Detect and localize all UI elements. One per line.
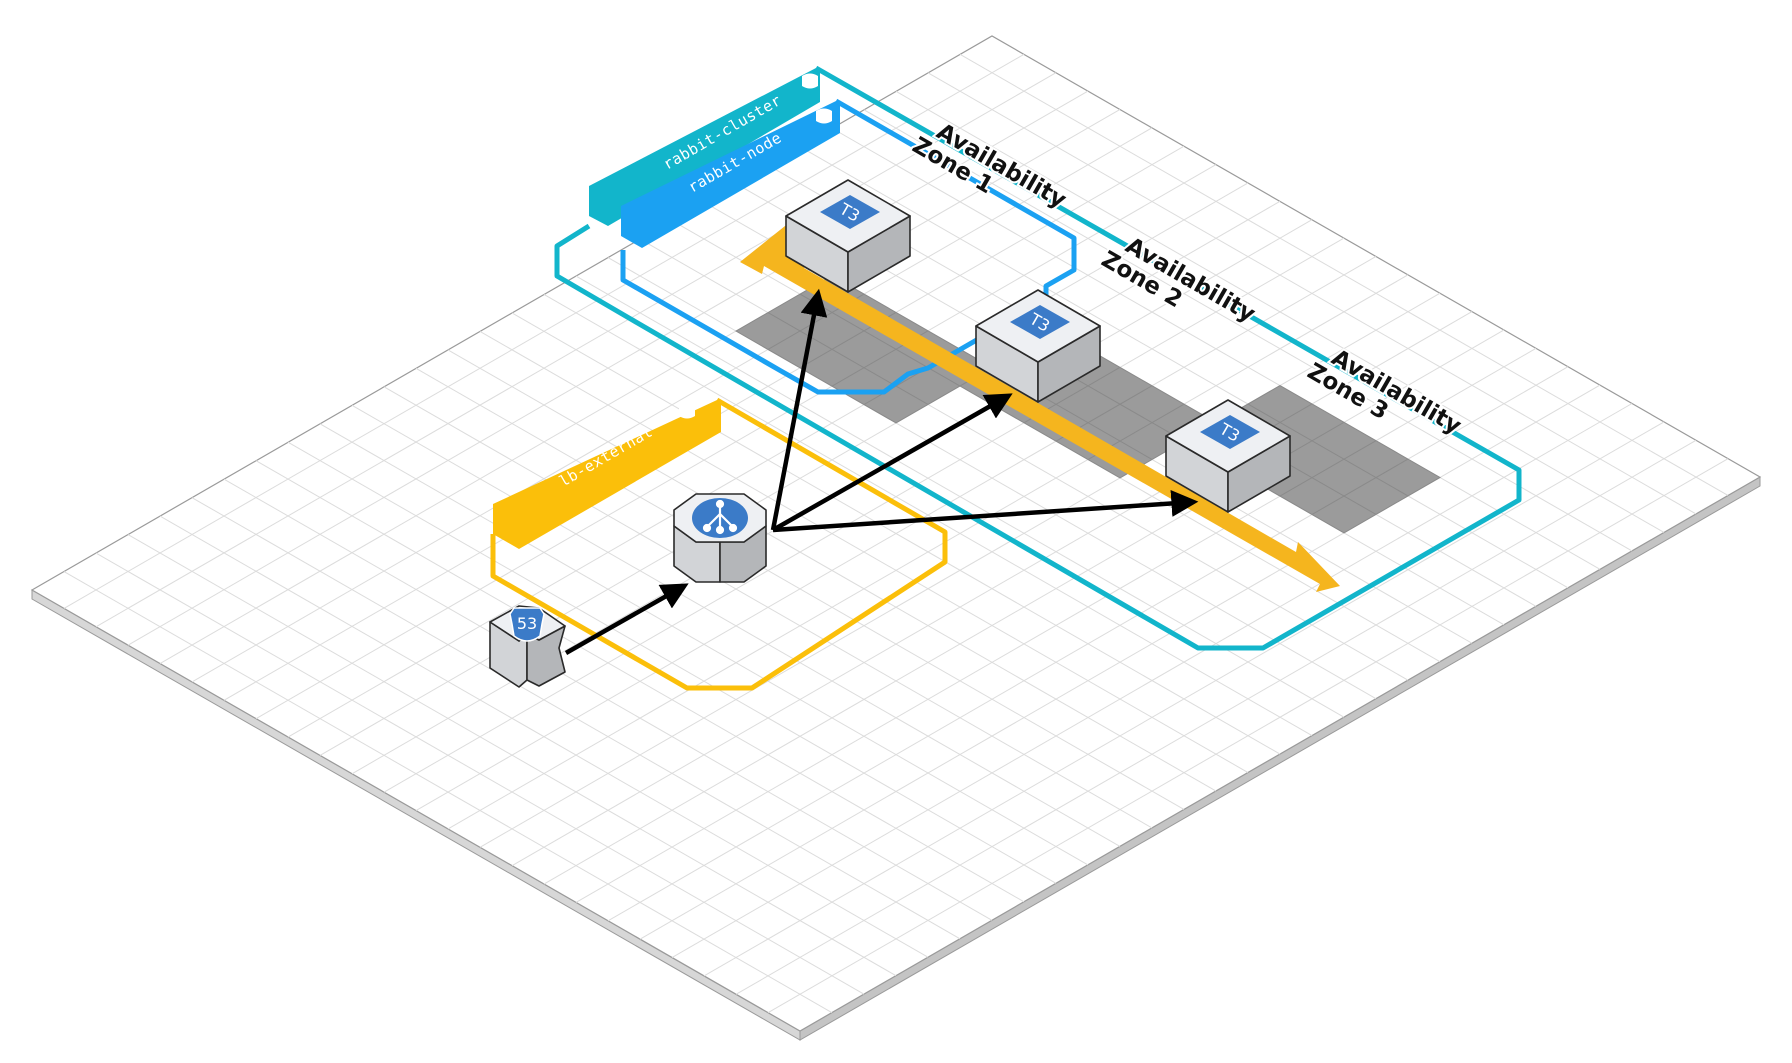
rabbit-node-tab: [621, 101, 840, 248]
load-balancer[interactable]: [673, 493, 767, 583]
isometric-grid-floor: [30, 35, 1762, 1041]
grid-lines: [63, 53, 1729, 1014]
ec2-instance-2[interactable]: T3: [975, 289, 1101, 403]
grid-line: [255, 164, 1217, 720]
load-balancer-branch-icon: [702, 499, 738, 535]
arrow-lb-to-instance-2: [771, 393, 1013, 532]
grid-line: [415, 256, 1377, 811]
grid-line: [95, 72, 1057, 628]
grid-line: [191, 127, 1153, 683]
grid-line: [319, 200, 1281, 756]
zone-grid-line: [1311, 458, 1409, 515]
grid-line: [703, 421, 1665, 977]
arrow-lb-to-instance-1: [770, 288, 828, 531]
security-group-icon: [816, 108, 832, 124]
security-group-icon: [802, 73, 818, 89]
grid-line: [63, 53, 1025, 609]
grid-line: [671, 403, 1633, 959]
ec2-instance-1[interactable]: T3: [785, 179, 911, 293]
instance-type-badge: [1200, 415, 1260, 449]
rabbit-cluster-outline: [554, 65, 1522, 651]
route53-label: 53: [517, 614, 537, 633]
grid-line: [383, 237, 1345, 793]
zone-grid-line: [1247, 403, 1409, 497]
grid-line: [767, 458, 1729, 1014]
grid-line: [447, 274, 1409, 830]
route53-icon: 53: [509, 607, 545, 642]
grid-line: [287, 182, 1249, 738]
route53[interactable]: 53: [489, 605, 566, 688]
arrow-dns-to-lb: [564, 583, 689, 655]
grid-line: [127, 90, 1089, 646]
instance-type-badge: [820, 195, 880, 229]
ec2-instance-3[interactable]: T3: [1165, 399, 1291, 513]
lb-external-outline: [490, 397, 948, 691]
arrow-lb-to-instance-3: [772, 489, 1199, 533]
zone-grid-line: [1279, 440, 1377, 497]
grid-line: [159, 108, 1121, 664]
instance-type-badge: [1010, 305, 1070, 339]
lb-external-tab: [493, 400, 721, 549]
connection-arrows: [564, 288, 1199, 655]
grid-line: [735, 439, 1697, 995]
rabbit-node-outline: [620, 98, 1077, 395]
security-group-icon: [679, 403, 695, 419]
zone-grid-line: [767, 312, 929, 405]
rabbit-cluster-tab: [589, 68, 820, 226]
